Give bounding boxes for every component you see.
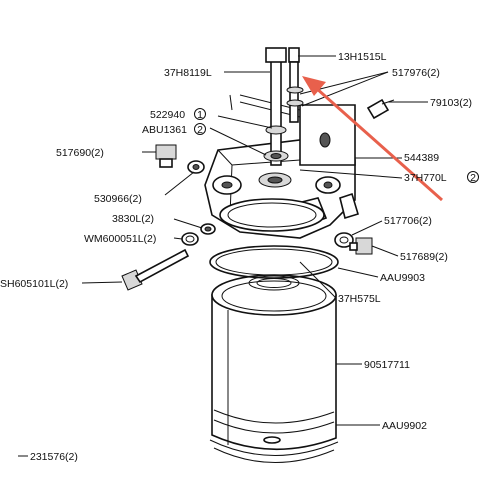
label-37H8119L: 37H8119L xyxy=(164,67,212,79)
label-37H575L: 37H575L xyxy=(338,293,381,305)
part-labels: 13H1515L 37H8119L 517976(2) 79103(2) 522… xyxy=(0,51,472,463)
circled-number-1: 1 xyxy=(197,109,203,121)
label-90517711: 90517711 xyxy=(364,359,410,371)
label-517706: 517706(2) xyxy=(384,215,432,227)
small-bolt xyxy=(366,98,395,120)
highlight-arrow xyxy=(302,76,443,202)
label-SH605101L: SH605101L(2) xyxy=(0,278,68,290)
label-517690: 517690(2) xyxy=(56,147,104,159)
circled-number-2: 2 xyxy=(470,172,476,184)
label-79103: 79103(2) xyxy=(430,97,472,109)
label-AAU9903: AAU9903 xyxy=(380,272,425,284)
long-bolt xyxy=(121,248,190,291)
filter-canister xyxy=(211,274,337,451)
center-bolt xyxy=(263,47,289,166)
right-plug xyxy=(334,232,373,255)
label-AAU9902: AAU9902 xyxy=(382,420,427,432)
label-517976: 517976(2) xyxy=(392,67,440,79)
label-3830L: 3830L(2) xyxy=(112,213,154,225)
label-37H770L: 37H770L xyxy=(404,172,447,184)
mounting-bracket xyxy=(229,94,356,166)
label-522940: 522940 xyxy=(150,109,185,121)
circled-numbers: 1 2 2 xyxy=(194,108,479,184)
label-WM600051L: WM600051L(2) xyxy=(84,233,156,245)
label-530966: 530966(2) xyxy=(94,193,142,205)
left-plug xyxy=(155,144,205,174)
bottom-washer xyxy=(263,436,281,444)
label-231576: 231576(2) xyxy=(30,451,78,463)
label-517689: 517689(2) xyxy=(400,251,448,263)
bracket-bolt xyxy=(286,47,304,123)
label-13H1515L: 13H1515L xyxy=(338,51,387,63)
circled-number-2: 2 xyxy=(197,124,203,136)
label-ABU1361: ABU1361 xyxy=(142,124,187,136)
seal-ring-top xyxy=(209,245,339,279)
label-544389: 544389 xyxy=(404,152,439,164)
seal-ring-bottom xyxy=(209,439,339,463)
